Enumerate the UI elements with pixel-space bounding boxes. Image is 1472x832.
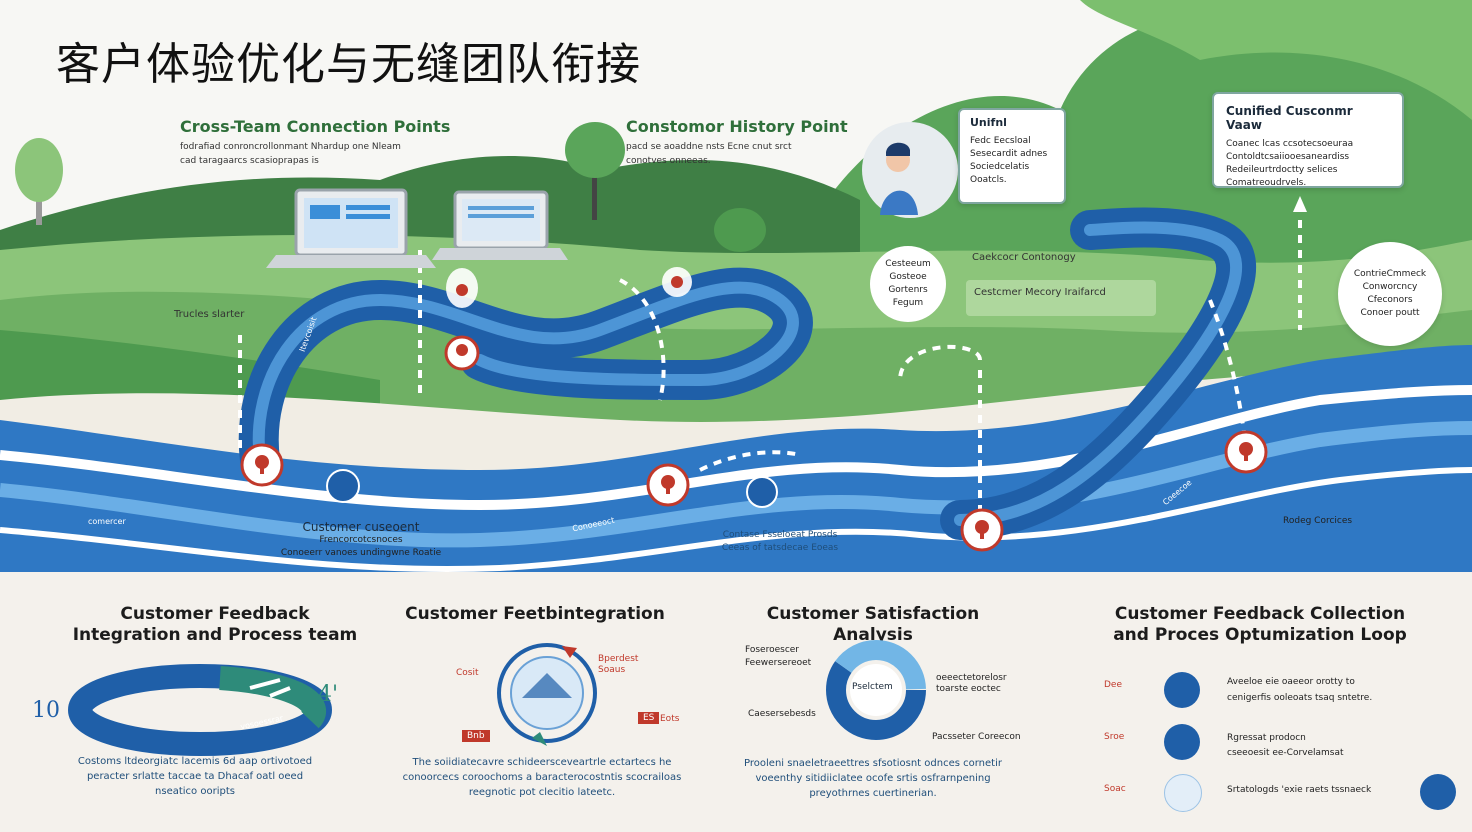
loop-item-tag: Soac xyxy=(1104,784,1126,794)
loop-item-line: Aveeloe eie oaeeor orotty to xyxy=(1227,677,1355,687)
unified-card-line: Ooatcls. xyxy=(970,175,1007,185)
commerce-label: comercer xyxy=(88,517,126,526)
unified-card-line: Sociedcelatis xyxy=(970,162,1030,172)
section-title: Customer Feedback Integration and Proces… xyxy=(72,604,358,645)
page-title: 客户体验优化与无缝团队衔接 xyxy=(56,39,641,90)
history-line: pacd se aoaddne nsts Ecne cnut srct xyxy=(626,142,792,152)
section-desc-line: nseatico ooripts xyxy=(155,786,235,797)
unified-view-line: Contoldtcsaiiooesaneardiss xyxy=(1226,152,1350,162)
donut-left-label: Feewersereoet xyxy=(745,658,812,668)
history-line: conotves onneeas. xyxy=(626,156,711,166)
feedback-points-line: Ceeas of tatsdecae Eoeas xyxy=(721,543,839,553)
process-ring-graphic xyxy=(68,664,332,756)
loop-item-tag: Dee xyxy=(1104,680,1123,690)
lightbulb-icon xyxy=(1164,774,1202,812)
unified-view-card: Cunified Cusconmr Vaaw Coanec lcas ccsot… xyxy=(1212,92,1404,188)
value-right: 4' xyxy=(318,682,339,707)
customer-content-line: Customer cuseoent xyxy=(302,520,420,534)
customer-circle-line: Cesteeum xyxy=(885,259,931,269)
customer-circle-card: Cesteeum Gosteoe Gortenrs Fegum xyxy=(870,246,946,322)
cycle-badge: ES xyxy=(638,712,660,724)
history-block: Constomor History Point pacd se aoaddne … xyxy=(626,117,866,168)
section-desc-line: The soiidiatecavre schideersceveartrle e… xyxy=(412,757,672,768)
unified-view-heading: Cunified Cusconmr Vaaw xyxy=(1226,104,1353,132)
section-desc-line: voeenthy sitidiiclatee ocofe srtis osfra… xyxy=(755,773,991,784)
section-desc: Costoms ltdeorgiatc lacemis 6d aap ortiv… xyxy=(40,754,350,799)
section-title: Customer Satisfaction Analysis xyxy=(766,604,980,645)
donut-right-label: Pacsseter Coreecon xyxy=(932,732,1021,742)
section-desc-line: reegnotic pot clecitio lateetc. xyxy=(468,787,616,798)
continue-connect-card: ContrieCmmeck Conworcncy Cfeconors Conoe… xyxy=(1338,242,1442,346)
customer-circle-line: Fegum xyxy=(892,298,924,308)
hills-right xyxy=(820,10,1472,300)
continue-connect-line: Conworcncy xyxy=(1362,282,1418,292)
section-desc-line: preyothrnes cuertinerian. xyxy=(809,788,937,799)
history-bar-label: Cestcmer Mecory Iraifarcd xyxy=(974,287,1106,298)
loop-item-line: Rgressat prodocn xyxy=(1227,733,1306,743)
history-bar xyxy=(966,280,1156,316)
section-desc-line: peracter srlatte taccae ta Dhacaf oatl o… xyxy=(86,771,304,782)
section-desc-line: Prooleni snaeletraeettres sfsotiosnt odn… xyxy=(744,758,1002,769)
cycle-label: Eots xyxy=(660,714,680,724)
loop-item-tag: Sroe xyxy=(1104,732,1125,742)
unified-card-label: Unifnl xyxy=(970,116,1007,129)
river-main xyxy=(0,345,1472,575)
donut-graphic xyxy=(826,640,926,740)
section-desc-line: conoorcecs coroochoms a baracterocostnti… xyxy=(402,772,682,783)
loop-item-line: Srtatologds 'exie raets tssnaeck xyxy=(1227,785,1372,795)
section-title: Customer Feedback Collection and Proces … xyxy=(1113,604,1407,645)
continue-connect-line: ContrieCmmeck xyxy=(1353,269,1427,279)
trades-label: Trucles slarter xyxy=(174,309,245,320)
routing-label: Rodeg Corcices xyxy=(1283,516,1353,526)
donut-right-label: toarste eoctec xyxy=(936,684,1001,694)
unified-card-line: Fedc Eecsloal xyxy=(970,136,1031,146)
cross-team-heading: Cross-Team Connection Points xyxy=(180,117,451,136)
customer-content-line: Conoeerr vanoes undingwne Roatie xyxy=(280,548,442,558)
donut-left-label: Caesersebesds xyxy=(748,709,816,719)
customer-circle-line: Gosteoe xyxy=(889,272,927,282)
unified-view-line: Coanec lcas ccsotecsoeuraa xyxy=(1226,139,1354,149)
person-avatar-icon xyxy=(862,122,958,218)
history-heading: Constomor History Point xyxy=(626,117,848,136)
section-desc: The soiidiatecavre schideersceveartrle e… xyxy=(392,755,692,800)
loop-list: Dee Aveeloe eie oaeeor orotty to ceniger… xyxy=(1100,670,1456,820)
chart-icon xyxy=(1420,774,1456,810)
continue-connect-line: Cfeconors xyxy=(1367,295,1413,305)
donut-left-label: Foseroescer xyxy=(745,645,800,655)
cycle-label: Cosit xyxy=(456,668,479,678)
section-title: Customer Feetbintegration xyxy=(405,604,665,624)
cross-team-line: fodrafiad conroncrollonmant Nhardup one … xyxy=(180,142,401,152)
cross-team-block: Cross-Team Connection Points fodrafiad c… xyxy=(180,117,480,168)
unified-view-line: Comatreoudrvels. xyxy=(1226,178,1307,188)
cycle-badge: Bnb xyxy=(462,730,490,742)
unified-view-line: Redeileurtrdoctty selices xyxy=(1226,165,1338,175)
continue-connect-line: Conoer poutt xyxy=(1360,308,1420,318)
section-desc: Prooleni snaeletraeettres sfsotiosnt odn… xyxy=(740,756,1006,801)
loop-item-line: cseeoesit ee-Corvelamsat xyxy=(1227,748,1344,758)
laptop-icon xyxy=(266,188,436,268)
donut-right-label: oeeectetorelosr xyxy=(936,673,1007,683)
cross-team-line: cad taragaarcs scasioprapas is xyxy=(180,156,319,166)
continuity-label: Caekcocr Contonogy xyxy=(972,252,1076,263)
cycle-label: Soaus xyxy=(598,665,626,675)
tools-icon xyxy=(1164,724,1200,760)
customer-circle-line: Gortenrs xyxy=(888,285,928,295)
cycle-graphic xyxy=(497,643,597,746)
donut-center-label: Pselctem xyxy=(852,682,893,692)
feedback-points-line: Contase Fsseloeat Prosds xyxy=(722,530,838,540)
unified-card: Unifnl Fedc Eecsloal Sesecardit adnes So… xyxy=(958,108,1066,204)
section-desc-line: Costoms ltdeorgiatc lacemis 6d aap ortiv… xyxy=(77,756,313,767)
customer-content-block: Customer cuseoent Frencorcotcsnoces Cono… xyxy=(236,520,486,560)
value-left: 10 xyxy=(32,698,60,723)
unified-card-line: Sesecardit adnes xyxy=(970,149,1048,159)
document-icon xyxy=(1164,672,1200,708)
customer-content-line: Frencorcotcsnoces xyxy=(319,535,403,545)
laptop-icon xyxy=(432,190,568,260)
feedback-points-block: Contase Fsseloeat Prosds Ceeas of tatsde… xyxy=(690,529,870,555)
loop-item-line: cenigerfis ooleoats tsaq sntetre. xyxy=(1227,693,1373,703)
cycle-label: Bperdest xyxy=(598,654,639,664)
